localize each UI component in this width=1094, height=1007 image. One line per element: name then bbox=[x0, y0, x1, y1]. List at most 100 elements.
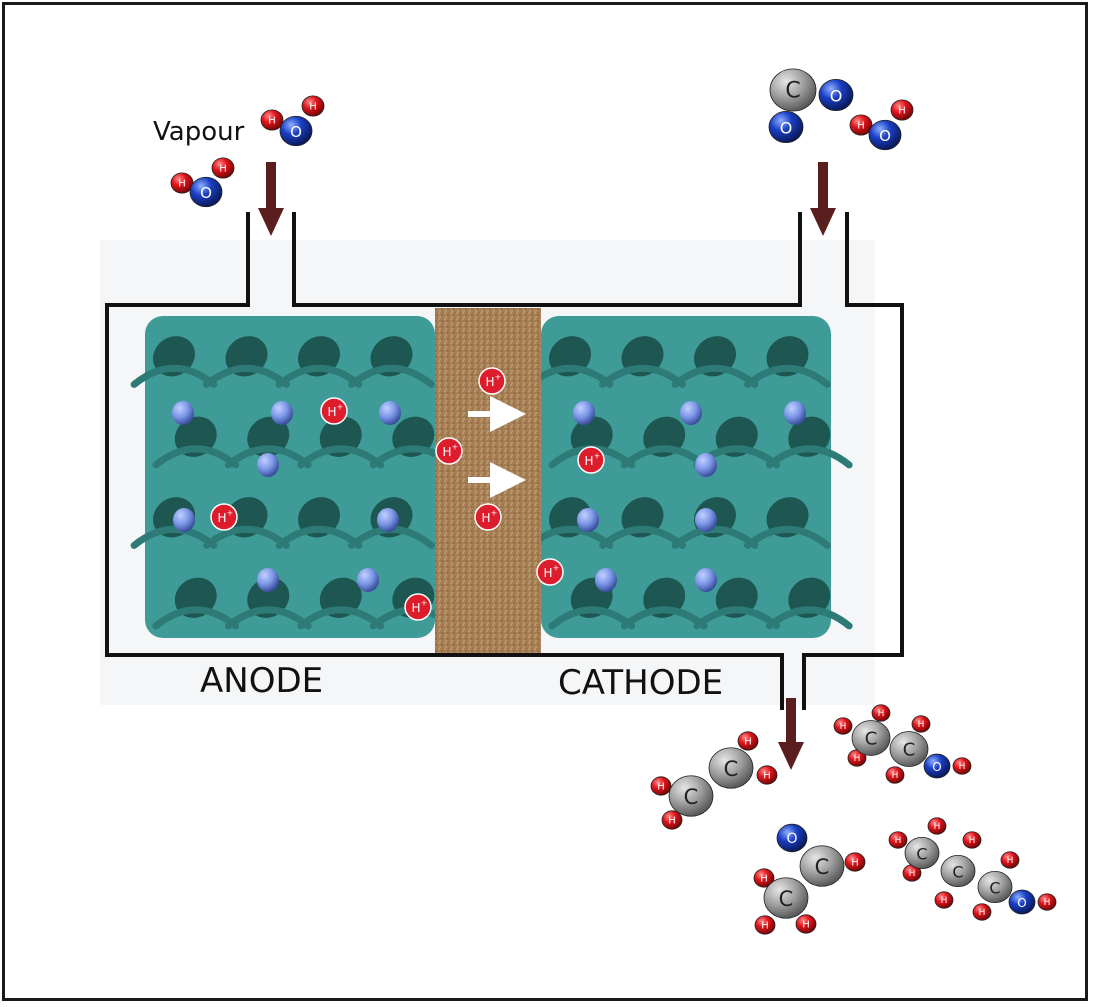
electrode-strut bbox=[671, 525, 759, 549]
metal-site bbox=[172, 401, 194, 425]
svg-text:H: H bbox=[481, 511, 490, 525]
electrode-strut bbox=[620, 445, 708, 469]
electrode-strut bbox=[297, 606, 385, 630]
anode-inlet-arrow bbox=[258, 162, 284, 236]
electrode-strut bbox=[599, 525, 686, 549]
anode-label: ANODE bbox=[200, 661, 323, 701]
proton-icon: H+ bbox=[474, 503, 502, 531]
electrode-strut bbox=[765, 606, 853, 630]
svg-text:O: O bbox=[786, 831, 797, 847]
svg-text:H: H bbox=[657, 782, 665, 793]
water-molecule-icon: HHO bbox=[260, 95, 325, 147]
svg-text:H: H bbox=[941, 896, 948, 906]
svg-text:+: + bbox=[452, 443, 459, 452]
svg-text:H: H bbox=[840, 722, 847, 732]
electrode-strut bbox=[203, 525, 290, 549]
svg-text:H: H bbox=[584, 454, 593, 468]
svg-text:H: H bbox=[969, 836, 976, 846]
svg-text:+: + bbox=[491, 509, 498, 518]
svg-text:C: C bbox=[903, 740, 916, 761]
svg-text:O: O bbox=[200, 184, 212, 202]
svg-text:H: H bbox=[217, 511, 226, 525]
metal-site bbox=[695, 453, 717, 477]
svg-text:C: C bbox=[785, 79, 800, 104]
electrode-strut bbox=[152, 445, 240, 469]
metal-site bbox=[257, 453, 279, 477]
svg-text:+: + bbox=[553, 564, 560, 573]
water-molecule-icon: HHO bbox=[170, 157, 235, 208]
svg-text:H: H bbox=[761, 921, 769, 932]
svg-text:O: O bbox=[932, 760, 941, 774]
electrode-strut bbox=[348, 364, 435, 388]
svg-text:H: H bbox=[411, 601, 420, 615]
electrode-strut bbox=[599, 364, 686, 388]
svg-text:O: O bbox=[1017, 896, 1026, 910]
svg-text:H: H bbox=[854, 754, 861, 764]
electrode-strut bbox=[744, 525, 831, 549]
svg-text:H: H bbox=[898, 106, 906, 117]
protons-layer: H+H+H+H+H+H+H+H+ bbox=[210, 367, 605, 621]
svg-text:+: + bbox=[421, 599, 428, 608]
cathode-electrode bbox=[526, 316, 853, 638]
svg-text:H: H bbox=[744, 737, 752, 748]
svg-text:C: C bbox=[815, 855, 830, 879]
svg-text:C: C bbox=[989, 879, 1000, 898]
svg-text:C: C bbox=[684, 785, 699, 809]
electrode-strut bbox=[548, 606, 636, 630]
svg-text:H: H bbox=[895, 836, 902, 846]
svg-text:H: H bbox=[959, 762, 966, 772]
metal-site bbox=[257, 568, 279, 592]
metal-site bbox=[695, 508, 717, 532]
svg-text:+: + bbox=[227, 509, 234, 518]
electrode-strut bbox=[671, 364, 759, 388]
metal-site bbox=[784, 401, 806, 425]
svg-text:H: H bbox=[851, 858, 859, 869]
svg-text:H: H bbox=[878, 709, 885, 719]
proton-icon: H+ bbox=[320, 397, 348, 425]
svg-text:H: H bbox=[857, 121, 865, 132]
water-molecule-icon: HHO bbox=[849, 99, 914, 151]
electrode-strut bbox=[203, 364, 290, 388]
metal-site bbox=[173, 508, 195, 532]
metal-site bbox=[379, 401, 401, 425]
metal-site bbox=[680, 401, 702, 425]
electrode-strut bbox=[130, 525, 218, 549]
proton-icon: H+ bbox=[404, 593, 432, 621]
proton-icon: H+ bbox=[536, 558, 564, 586]
svg-text:H: H bbox=[668, 816, 676, 827]
electrode-strut bbox=[620, 606, 708, 630]
svg-text:H: H bbox=[543, 566, 552, 580]
svg-text:H: H bbox=[485, 375, 494, 389]
svg-text:H: H bbox=[327, 405, 336, 419]
svg-text:H: H bbox=[760, 874, 768, 885]
electrode-strut bbox=[130, 364, 218, 388]
metal-site bbox=[577, 508, 599, 532]
cell-wall-top bbox=[292, 212, 802, 307]
electrode-strut bbox=[693, 606, 781, 630]
svg-text:H: H bbox=[219, 164, 227, 175]
proton-icon: H+ bbox=[478, 367, 506, 395]
electrode-strut bbox=[275, 364, 363, 388]
vapour-label: Vapour bbox=[153, 117, 245, 147]
electrode-strut bbox=[275, 525, 363, 549]
svg-text:+: + bbox=[337, 403, 344, 412]
cell-wall-left bbox=[105, 212, 784, 710]
svg-text:O: O bbox=[780, 119, 793, 138]
svg-text:C: C bbox=[724, 757, 739, 781]
electrode-strut bbox=[744, 364, 831, 388]
svg-text:H: H bbox=[309, 102, 317, 113]
electrode-strut bbox=[765, 445, 853, 469]
anode-electrode bbox=[130, 316, 457, 638]
svg-text:+: + bbox=[594, 452, 601, 461]
svg-text:H: H bbox=[1044, 898, 1051, 908]
metal-site bbox=[595, 568, 617, 592]
cathode-inlet-arrow bbox=[810, 162, 836, 236]
svg-text:O: O bbox=[830, 87, 843, 106]
